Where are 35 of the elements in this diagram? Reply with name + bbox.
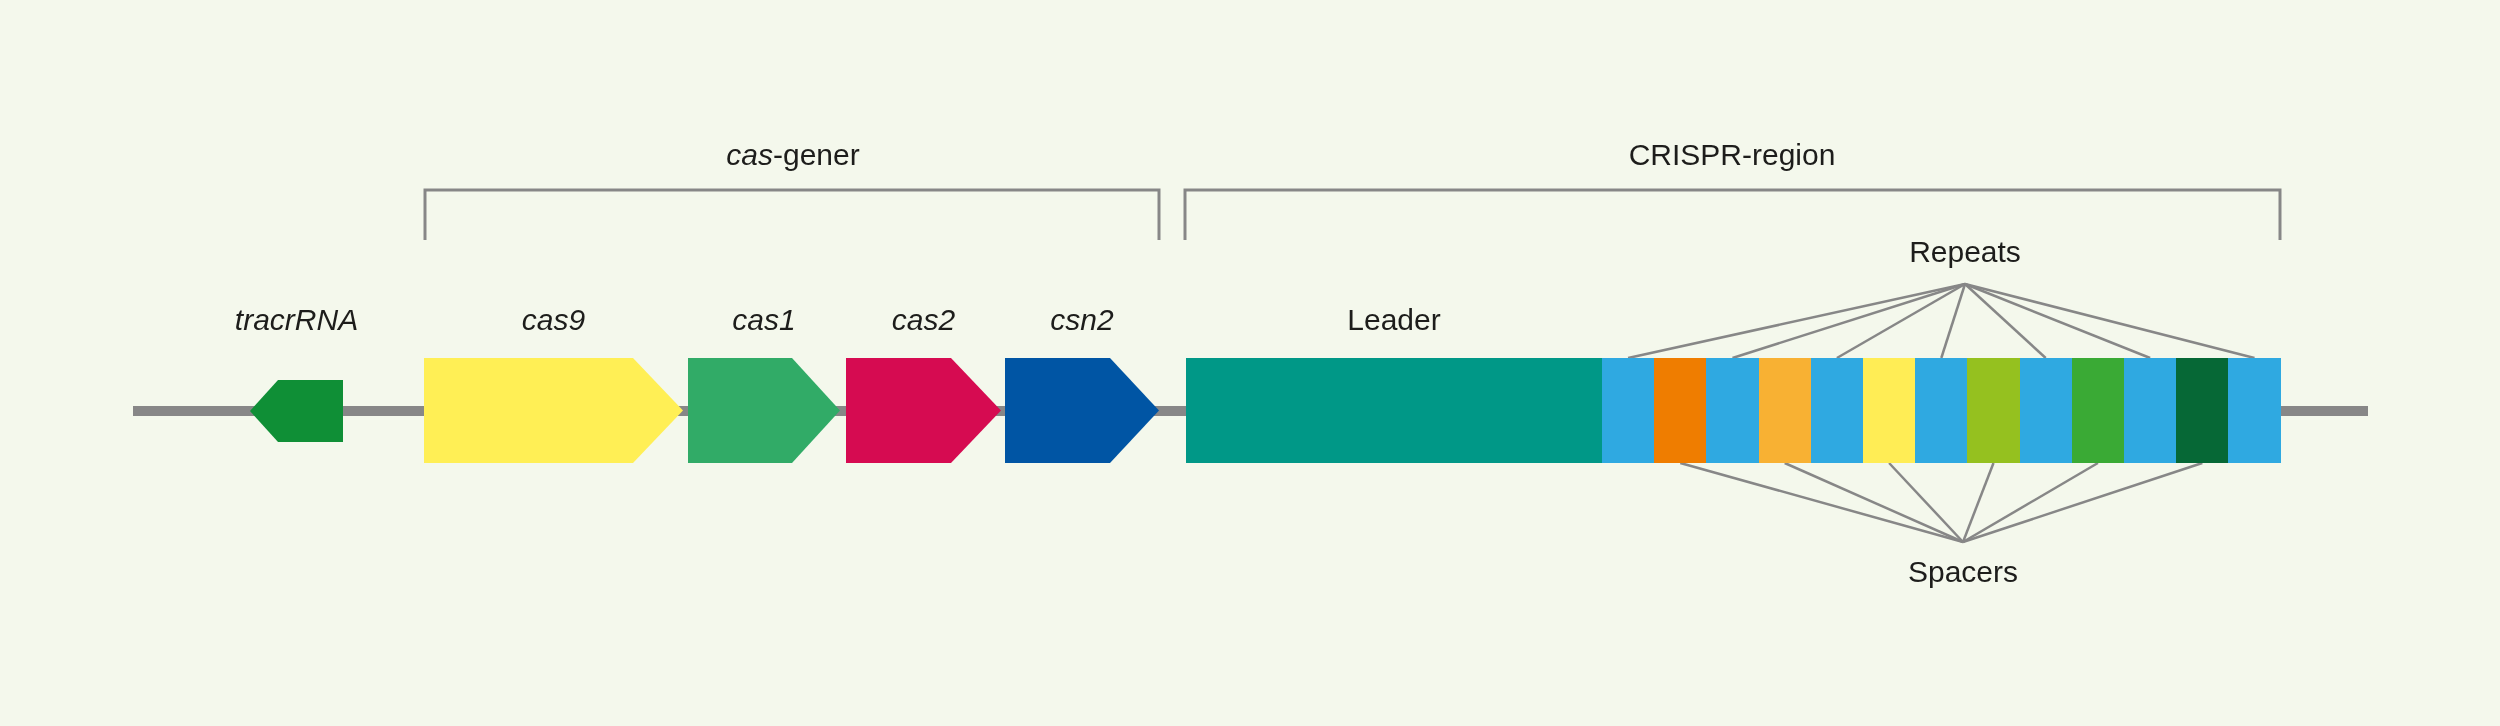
leader-line <box>1888 462 1964 543</box>
leader-line <box>1679 461 1964 544</box>
leader-line <box>1784 461 1964 544</box>
spacer-segment <box>1654 358 1707 463</box>
leader-line <box>1836 282 1966 360</box>
leader-line <box>1964 282 2151 360</box>
spacer-segment <box>1758 358 1812 463</box>
leader-line <box>1964 283 2047 359</box>
gene-label: cas9 <box>521 302 586 338</box>
leader-line <box>1962 461 2203 544</box>
repeat-segment <box>2124 358 2177 463</box>
gene-label: cas2 <box>891 302 956 338</box>
leader-line <box>1732 282 1966 360</box>
gene-label: csn2 <box>1050 302 1114 338</box>
group-label: Spacers <box>1907 554 2019 590</box>
repeat-segment <box>1706 358 1760 463</box>
leader-line <box>1961 462 1995 543</box>
spacer-segment <box>2176 358 2229 463</box>
gene-label: cas1 <box>732 302 796 338</box>
repeat-segment <box>2019 358 2073 463</box>
repeat-segment <box>2228 358 2282 463</box>
region-label: cas-gener <box>726 137 860 173</box>
spacer-segment <box>2071 358 2125 463</box>
gene-label: tracrRNA <box>234 302 359 338</box>
spacer-segment <box>1863 358 1916 463</box>
spacer-segment <box>1967 358 2021 463</box>
region-label: CRISPR-region <box>1628 137 1836 173</box>
leader-line <box>1962 461 2099 544</box>
gene-label: Leader <box>1347 302 1441 338</box>
leader-line <box>1940 283 1967 359</box>
repeat-segment <box>1810 358 1864 463</box>
repeat-segment <box>1602 358 1655 463</box>
leader-line <box>1964 282 2255 360</box>
group-label: Repeats <box>1909 234 2021 270</box>
repeat-segment <box>1915 358 1968 463</box>
